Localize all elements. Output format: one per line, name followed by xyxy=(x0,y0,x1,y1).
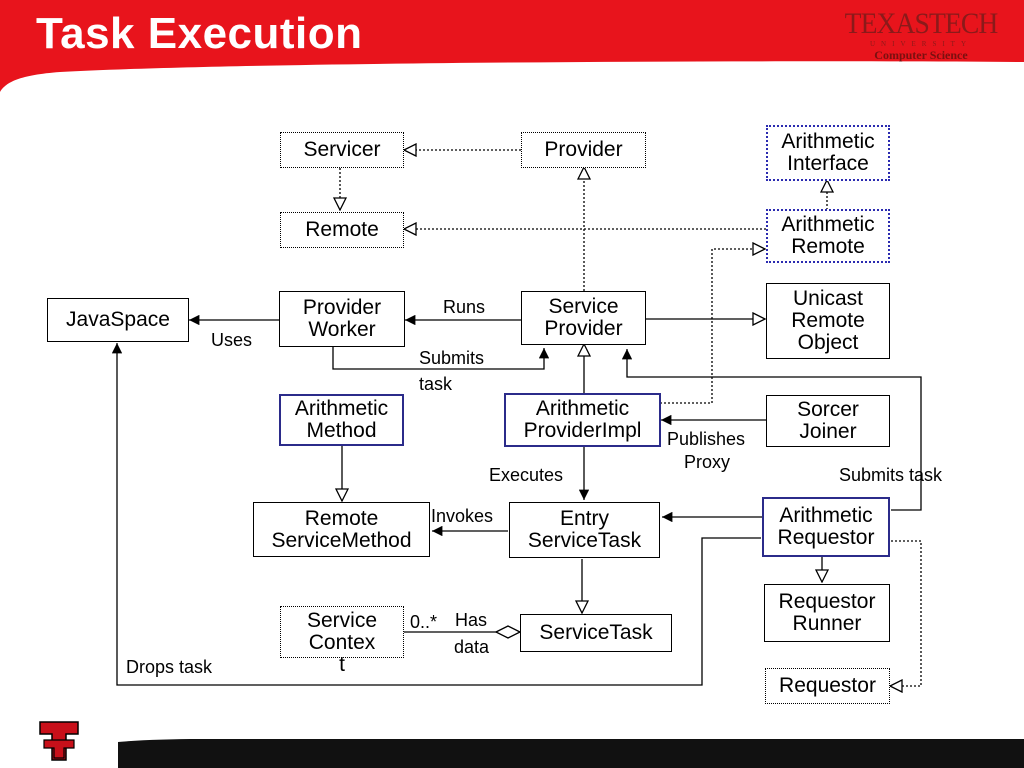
box-line: ProviderImpl xyxy=(523,419,642,442)
class-requestor: Requestor xyxy=(765,668,890,704)
box-line: Entry xyxy=(559,507,609,530)
logo-main-text: TEXASTECH xyxy=(844,7,999,40)
class-requestor-runner: Requestor Runner xyxy=(764,584,890,642)
box-line: Provider xyxy=(544,317,623,340)
class-javaspace: JavaSpace xyxy=(47,298,189,342)
label-runs: Runs xyxy=(443,297,486,317)
box-line: ServiceMethod xyxy=(271,528,412,552)
box-line: Unicast xyxy=(792,287,864,310)
box-line: Runner xyxy=(792,612,862,635)
label-has: Has xyxy=(455,610,488,630)
box-line: Arithmetic xyxy=(781,213,875,236)
class-provider: Provider xyxy=(521,132,646,168)
box-line: JavaSpace xyxy=(66,308,170,331)
box-line: t xyxy=(339,653,345,676)
box-line: Provider xyxy=(302,296,382,319)
box-line: Requestor xyxy=(779,674,876,697)
class-arithmetic-method: Arithmetic Method xyxy=(279,394,404,446)
box-line: Arithmetic xyxy=(779,504,873,527)
box-line: Servicer xyxy=(303,138,381,161)
class-remote-servicemethod: Remote ServiceMethod xyxy=(253,502,430,557)
class-servicetask: ServiceTask xyxy=(520,614,672,652)
class-servicer: Servicer xyxy=(280,132,404,168)
class-arithmetic-providerimpl: Arithmetic ProviderImpl xyxy=(504,393,661,447)
box-line: Service xyxy=(306,609,378,632)
class-arithmetic-remote: Arithmetic Remote xyxy=(766,209,890,263)
header-red-band xyxy=(0,0,1024,92)
label-drops-task: Drops task xyxy=(126,657,213,677)
label-data: data xyxy=(454,637,490,657)
class-entry-servicetask: Entry ServiceTask xyxy=(509,502,660,558)
box-line: Joiner xyxy=(799,420,857,443)
box-line: Service xyxy=(548,295,619,318)
box-line: ServiceTask xyxy=(539,621,653,644)
class-unicast-remote-object: Unicast Remote Object xyxy=(766,283,890,359)
label-proxy: Proxy xyxy=(684,452,731,472)
label-uses: Uses xyxy=(211,330,253,350)
label-invokes: Invokes xyxy=(431,506,494,526)
label-executes: Executes xyxy=(489,465,564,485)
class-remote: Remote xyxy=(280,212,404,248)
logo-university-text: UNIVERSITY xyxy=(870,40,972,48)
class-sorcer-joiner: Sorcer Joiner xyxy=(766,395,890,447)
double-t-logo xyxy=(39,721,79,761)
label-submits: Submits xyxy=(419,348,485,368)
class-provider-worker: Provider Worker xyxy=(279,291,405,347)
class-arithmetic-interface: Arithmetic Interface xyxy=(766,125,890,181)
box-line: Method xyxy=(306,419,377,442)
box-line: Contex xyxy=(308,631,376,654)
box-line: ServiceTask xyxy=(527,529,642,552)
edge-drops-task xyxy=(111,343,761,686)
edge-arithrequestor-requestor xyxy=(890,540,922,686)
logo-department-text: Computer Science xyxy=(874,48,968,62)
edge-submits-task xyxy=(332,346,550,370)
edge-impl-arithremote xyxy=(660,249,765,404)
box-line: Remote xyxy=(304,506,379,530)
box-line: Worker xyxy=(308,318,376,341)
box-line: Provider xyxy=(544,138,623,161)
label-task: task xyxy=(419,374,453,394)
label-multiplicity: 0..* xyxy=(410,612,438,632)
box-line: Arithmetic xyxy=(294,397,389,420)
box-line: Sorcer xyxy=(797,398,859,421)
class-service-context: Service Contex t xyxy=(280,606,404,676)
label-publishes: Publishes xyxy=(667,429,746,449)
box-line: Arithmetic xyxy=(535,397,630,420)
box-line: Remote xyxy=(791,235,865,258)
texas-tech-logo: TEXASTECH UNIVERSITY Computer Science xyxy=(836,8,1006,64)
box-line: Object xyxy=(797,331,859,354)
box-line: Remote xyxy=(305,218,379,241)
edge-submits-task-right xyxy=(621,349,922,511)
box-line: Remote xyxy=(791,309,865,332)
page-title: Task Execution xyxy=(36,9,363,58)
label-submits-task-right: Submits task xyxy=(839,465,943,485)
class-service-provider: Service Provider xyxy=(521,291,646,345)
box-line: Interface xyxy=(787,152,869,175)
footer-dark-band xyxy=(118,739,1024,768)
box-line: Arithmetic xyxy=(781,130,875,153)
class-arithmetic-requestor: Arithmetic Requestor xyxy=(762,497,890,557)
box-line: Requestor xyxy=(777,526,875,549)
box-line: Requestor xyxy=(778,590,876,613)
